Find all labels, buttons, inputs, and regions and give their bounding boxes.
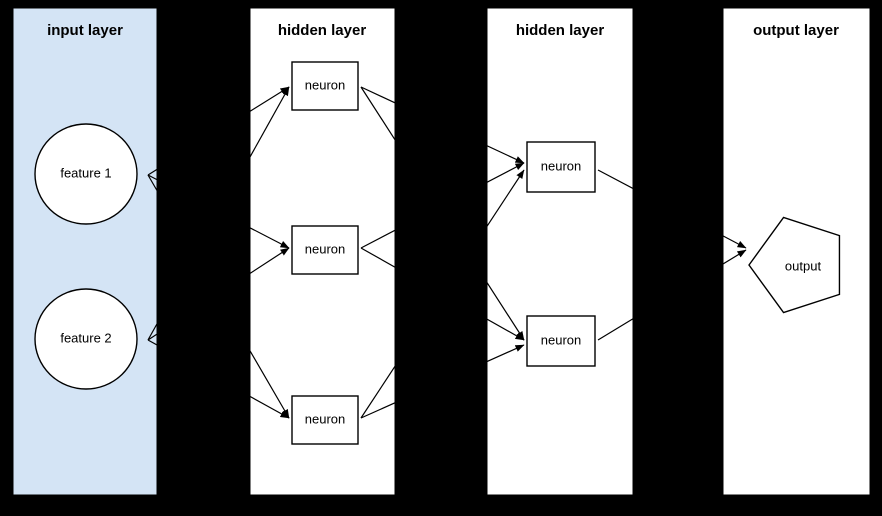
node-feature-2[interactable]: feature 2 — [34, 288, 138, 390]
node-h1-neuron-1[interactable]: neuron — [291, 61, 359, 111]
node-label-h1-neuron-1: neuron — [305, 77, 345, 92]
node-label-output-node: output — [785, 258, 822, 273]
node-shape-h1-neuron-1 — [291, 61, 359, 111]
node-label-feature-1: feature 1 — [60, 165, 111, 180]
node-label-h2-neuron-2: neuron — [541, 332, 581, 347]
layer-panel-hidden-layer-2 — [486, 7, 634, 496]
edge-f1-to-h1n1 — [147, 86, 290, 176]
edge-h1n3-to-h2n2 — [360, 344, 525, 419]
layer-title-hidden-layer-1: hidden layer — [278, 22, 367, 39]
node-shape-h1-neuron-3 — [291, 395, 359, 445]
edge-h1n3-to-h2n1 — [360, 169, 525, 419]
edge-f2-to-h1n1 — [147, 86, 290, 341]
node-label-h1-neuron-3: neuron — [305, 411, 345, 426]
edge-f2-to-h1n3 — [147, 339, 290, 419]
node-h1-neuron-3[interactable]: neuron — [291, 395, 359, 445]
connections-group — [147, 86, 747, 419]
edge-h1n1-to-h2n2 — [360, 86, 525, 341]
node-shape-h1-neuron-2 — [291, 225, 359, 275]
node-shape-h2-neuron-1 — [526, 141, 596, 193]
node-h1-neuron-2[interactable]: neuron — [291, 225, 359, 275]
edge-f1-to-h1n3 — [147, 174, 290, 419]
node-shape-feature-2 — [34, 288, 138, 390]
node-label-h1-neuron-2: neuron — [305, 241, 345, 256]
node-output-node[interactable]: output — [748, 216, 841, 314]
edge-h1n1-to-h2n1 — [360, 86, 525, 164]
node-shape-output-node — [748, 216, 841, 314]
layer-titles-group: input layer hidden layer hidden layer outpu… — [47, 22, 839, 39]
node-label-feature-2: feature 2 — [60, 330, 111, 345]
layer-panel-input-layer — [12, 7, 158, 496]
edge-f2-to-h1n2 — [147, 247, 290, 341]
node-label-h2-neuron-1: neuron — [541, 158, 581, 173]
edge-f1-to-h1n2 — [147, 174, 290, 249]
node-feature-1[interactable]: feature 1 — [34, 123, 138, 225]
layer-title-output-layer: output layer — [753, 22, 839, 39]
nodes-group: feature 1 feature 2 neuron neuron neuron neur… — [34, 61, 841, 445]
node-h2-neuron-2[interactable]: neuron — [526, 315, 596, 367]
edge-h2n2-to-output — [597, 249, 747, 341]
node-h2-neuron-1[interactable]: neuron — [526, 141, 596, 193]
node-shape-h2-neuron-2 — [526, 315, 596, 367]
layer-title-hidden-layer-2: hidden layer — [516, 22, 605, 39]
node-shape-feature-1 — [34, 123, 138, 225]
edge-h1n2-to-h2n1 — [360, 162, 525, 249]
edge-h2n1-to-output — [597, 169, 747, 249]
layer-title-input-layer: input layer — [47, 22, 123, 39]
